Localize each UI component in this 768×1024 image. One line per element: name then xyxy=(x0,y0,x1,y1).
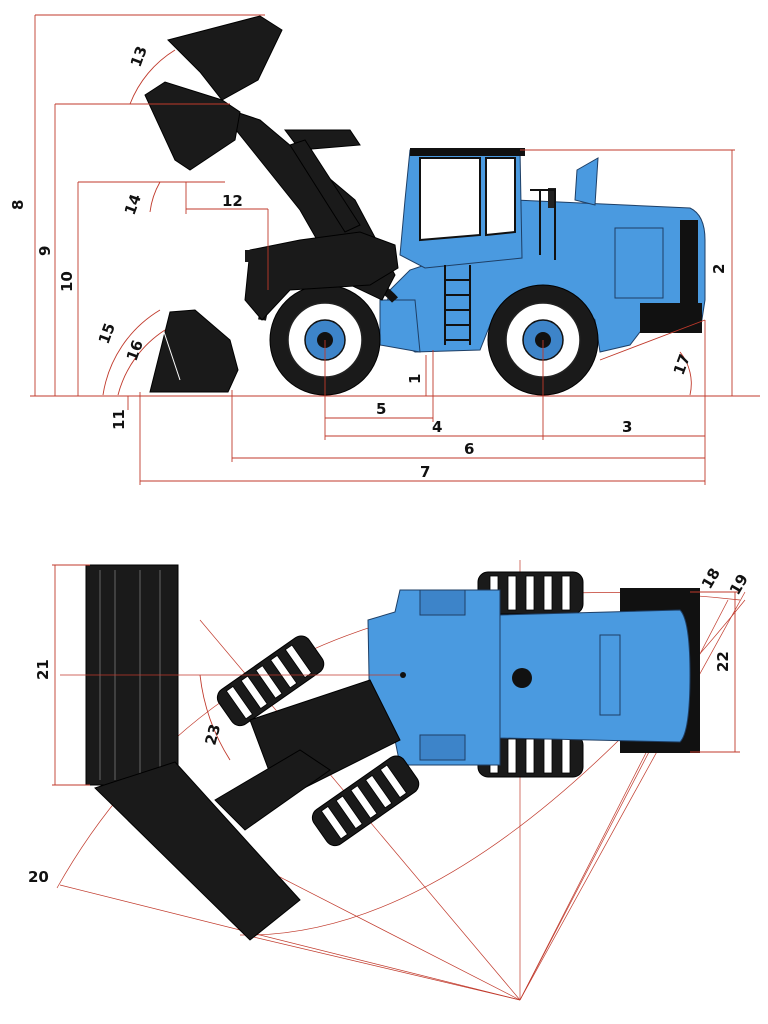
dim-label-15: 15 xyxy=(95,321,119,347)
front-tyre-lower xyxy=(311,755,420,847)
top-step-left xyxy=(419,589,466,616)
dim-label-4: 4 xyxy=(432,418,442,436)
dim-label-13: 13 xyxy=(127,44,151,70)
engine-side-panel xyxy=(614,227,664,299)
dim-label-7: 7 xyxy=(420,463,430,481)
dim-label-8: 8 xyxy=(9,200,27,210)
handrail xyxy=(530,189,556,260)
top-center-pin xyxy=(400,672,406,678)
dim-label-2: 2 xyxy=(710,264,728,274)
front-tyre-upper xyxy=(216,635,325,727)
bucket-ground-position xyxy=(149,309,239,393)
top-view: 21 22 23 20 18 19 xyxy=(28,560,752,1001)
rear-grille xyxy=(680,220,698,305)
front-frame xyxy=(379,299,421,353)
dim-label-21: 21 xyxy=(34,659,52,680)
top-hood-vent xyxy=(599,634,621,716)
bucket-detail xyxy=(159,319,181,381)
dim-label-1: 1 xyxy=(406,374,424,384)
side-view: 8 9 10 11 12 13 14 15 16 17 2 1 5 4 3 6 … xyxy=(9,14,760,485)
top-exhaust xyxy=(512,668,532,688)
dim-label-6: 6 xyxy=(464,440,474,458)
angle-arc-13 xyxy=(129,49,176,105)
bucket-max-raised xyxy=(167,15,283,101)
cab-window xyxy=(419,157,481,242)
dim-label-11: 11 xyxy=(110,409,128,430)
angle-arc-17 xyxy=(599,319,706,396)
air-intake xyxy=(548,188,556,208)
dim-label-10: 10 xyxy=(58,271,76,292)
top-boom xyxy=(214,749,331,831)
exhaust-stack xyxy=(574,157,599,206)
dim-label-16: 16 xyxy=(123,338,147,364)
dim-label-5: 5 xyxy=(376,400,386,418)
dim-label-12: 12 xyxy=(222,192,243,210)
dim-label-3: 3 xyxy=(622,418,632,436)
dim-label-20: 20 xyxy=(28,868,49,886)
dim-label-22: 22 xyxy=(714,651,732,672)
dim-label-18: 18 xyxy=(698,565,724,592)
cab-rear-window xyxy=(485,157,516,237)
dim-label-23: 23 xyxy=(201,722,224,747)
top-rear-body xyxy=(499,609,691,743)
angle-arc-16 xyxy=(117,329,166,396)
dim-label-19: 19 xyxy=(726,571,752,598)
angle-arc-14 xyxy=(149,181,161,213)
cab-ladder xyxy=(444,265,471,345)
dim-label-14: 14 xyxy=(121,192,145,218)
counterweight xyxy=(640,303,702,333)
cab-roof xyxy=(410,148,525,156)
angle-arc-15 xyxy=(102,309,161,396)
dim-label-9: 9 xyxy=(36,246,54,256)
angle-arc-23 xyxy=(199,674,231,761)
tilt-cylinder xyxy=(245,250,305,262)
top-bucket-turned xyxy=(94,761,301,941)
top-step-right xyxy=(419,734,466,761)
lift-cylinder xyxy=(289,139,361,233)
